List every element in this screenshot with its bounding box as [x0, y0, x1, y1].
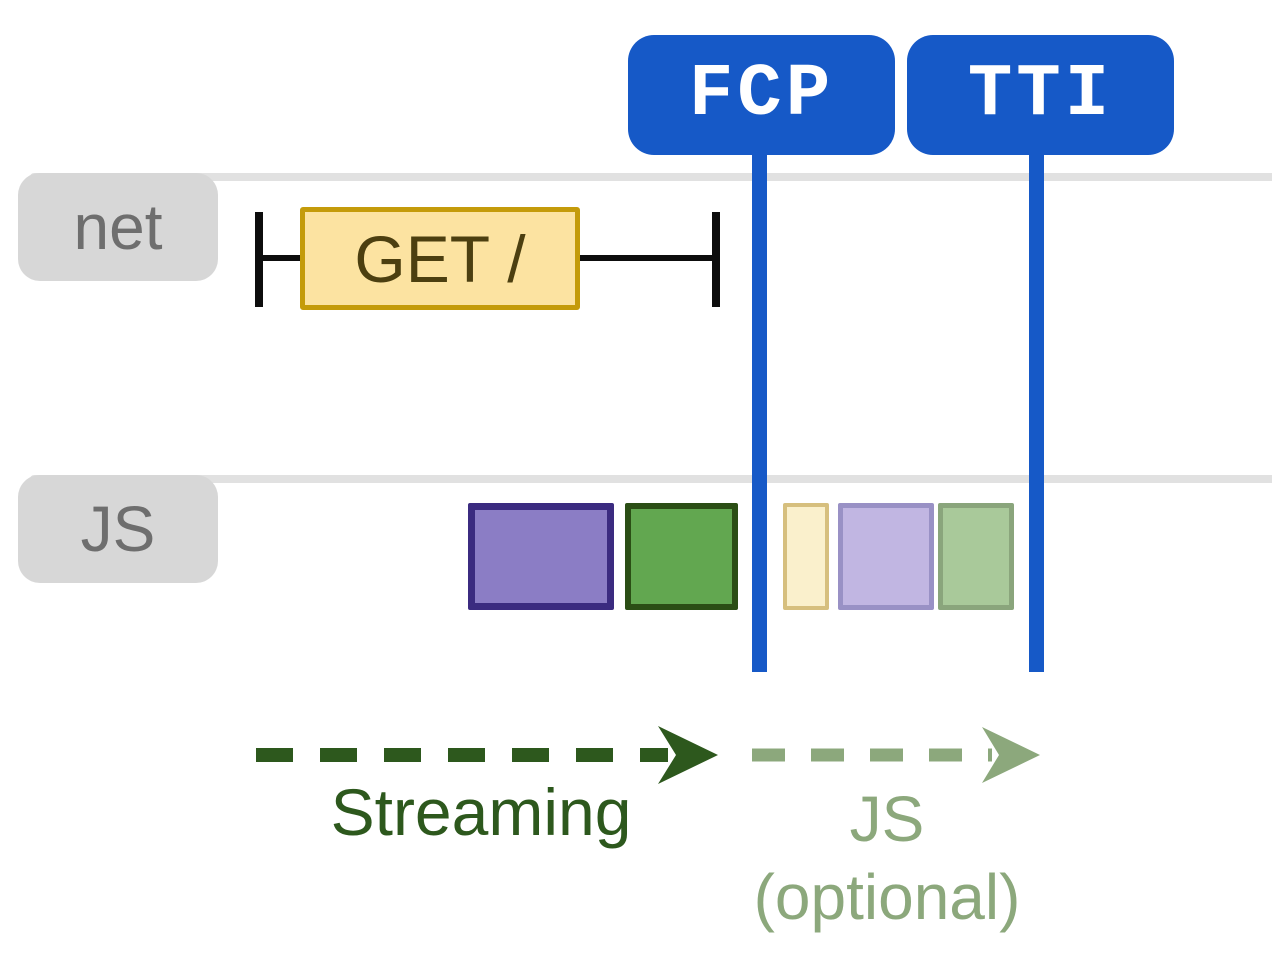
js-track-line [30, 475, 1272, 483]
fcp-badge: FCP [628, 35, 895, 155]
js-phase-label: JS [849, 783, 925, 855]
js-track-label-text: JS [80, 493, 156, 565]
net-track-label-text: net [73, 191, 163, 263]
js-task-green [625, 503, 738, 610]
fcp-badge-label: FCP [688, 53, 835, 137]
get-request-box: GET / [300, 207, 580, 310]
js-task-purple [468, 503, 614, 610]
get-request-label: GET / [354, 221, 526, 296]
js-track-label: JS [18, 475, 218, 583]
js-optional-label: (optional) [753, 861, 1021, 933]
streaming-label: Streaming [330, 775, 632, 849]
js-task-green-faded [938, 503, 1014, 610]
request-whisker-end-tick [712, 212, 720, 307]
fcp-marker-line [752, 150, 767, 672]
tti-marker-line [1029, 150, 1044, 672]
js-task-yellow-faded [783, 503, 829, 610]
tti-badge: TTI [907, 35, 1174, 155]
js-optional-arrow [752, 727, 1040, 783]
streaming-arrow [256, 726, 718, 784]
tti-badge-label: TTI [967, 53, 1114, 137]
net-track-label: net [18, 173, 218, 281]
js-task-purple-faded [838, 503, 934, 610]
net-track-line [30, 173, 1272, 181]
